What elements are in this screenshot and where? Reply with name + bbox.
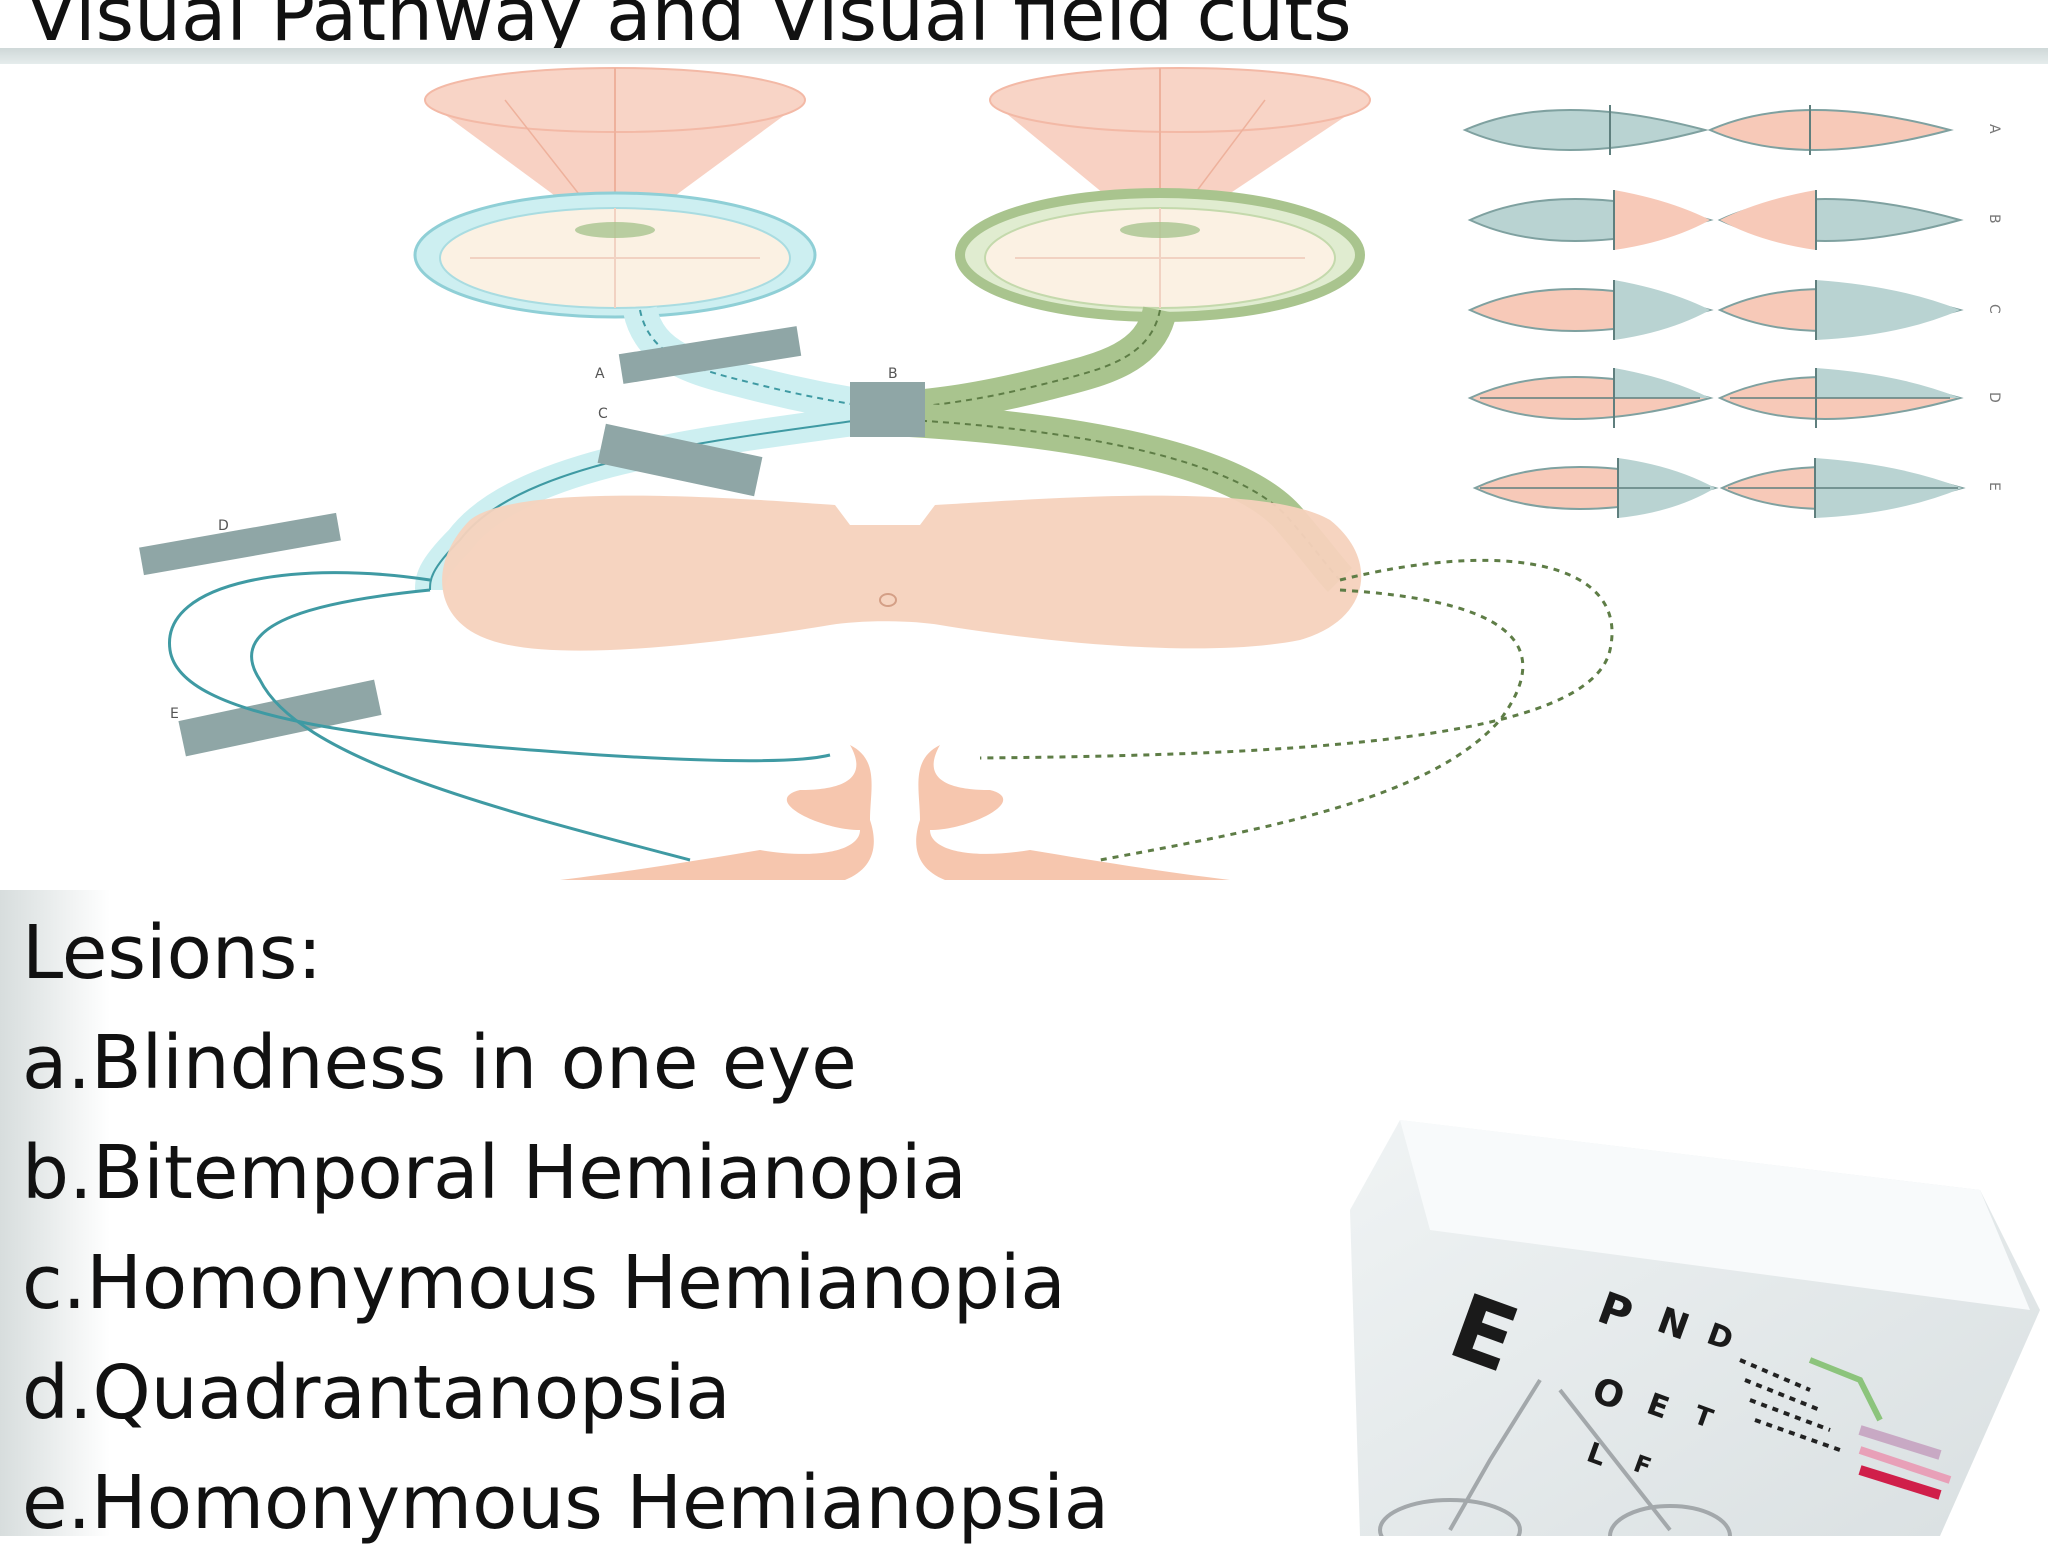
field-row-label-a: A [1986, 124, 2002, 134]
field-row-c [1467, 280, 1964, 340]
lesion-bar-a [618, 326, 802, 384]
lesion-item-c: c.Homonymous Hemianopia [22, 1240, 1066, 1326]
left-accent-band [0, 890, 110, 1536]
right-radiation-lower [1099, 588, 1525, 862]
title-underline [0, 48, 2048, 64]
left-eye [413, 191, 817, 319]
lesion-marker-e: E [170, 706, 179, 722]
visual-field-cone-left [424, 67, 806, 241]
field-row-label-d: D [1986, 392, 2002, 403]
field-row-a [1462, 105, 1954, 155]
occipital-cortex-right [916, 745, 1230, 880]
field-row-label-e: E [1986, 482, 2002, 491]
field-row-d [1467, 368, 1964, 428]
left-radiation-upper [168, 571, 831, 763]
visual-pathway-diagram: A B C D E [139, 67, 2002, 880]
visual-field-defects: A B C D E [1462, 105, 2002, 518]
lesion-bar-c [597, 423, 763, 497]
lesion-bar-b [850, 382, 925, 437]
occipital-cortex-left [560, 745, 874, 880]
lesion-marker-a: A [595, 366, 605, 382]
lesions-heading: Lesions: [22, 910, 323, 996]
lesion-marker-b: B [888, 366, 898, 382]
lesion-item-a: a.Blindness in one eye [22, 1020, 857, 1106]
lesion-bar-d [139, 512, 341, 576]
lesion-marker-d: D [218, 518, 229, 534]
slide-title: Visual Pathway and Visual field cuts [26, 0, 1352, 58]
field-row-e [1472, 458, 1966, 518]
lesion-item-e: e.Homonymous Hemianopsia [22, 1460, 1110, 1546]
field-row-label-b: B [1986, 214, 2002, 224]
visual-field-cone-right [989, 67, 1371, 241]
left-radiation-lower [250, 588, 691, 862]
field-row-label-c: C [1986, 304, 2002, 314]
lesion-item-d: d.Quadrantanopsia [22, 1350, 731, 1436]
field-row-b [1467, 190, 1964, 250]
right-eye [955, 188, 1365, 322]
eye-chart-with-glasses-icon: E P N D O E T L F [1350, 1120, 2040, 1536]
lesions-list: Lesions: a.Blindness in one eye b.Bitemp… [22, 898, 1109, 1558]
right-radiation-upper [979, 558, 1614, 760]
brain-section [442, 495, 1362, 651]
lesion-item-b: b.Bitemporal Hemianopia [22, 1130, 967, 1216]
lesion-marker-c: C [598, 406, 608, 422]
